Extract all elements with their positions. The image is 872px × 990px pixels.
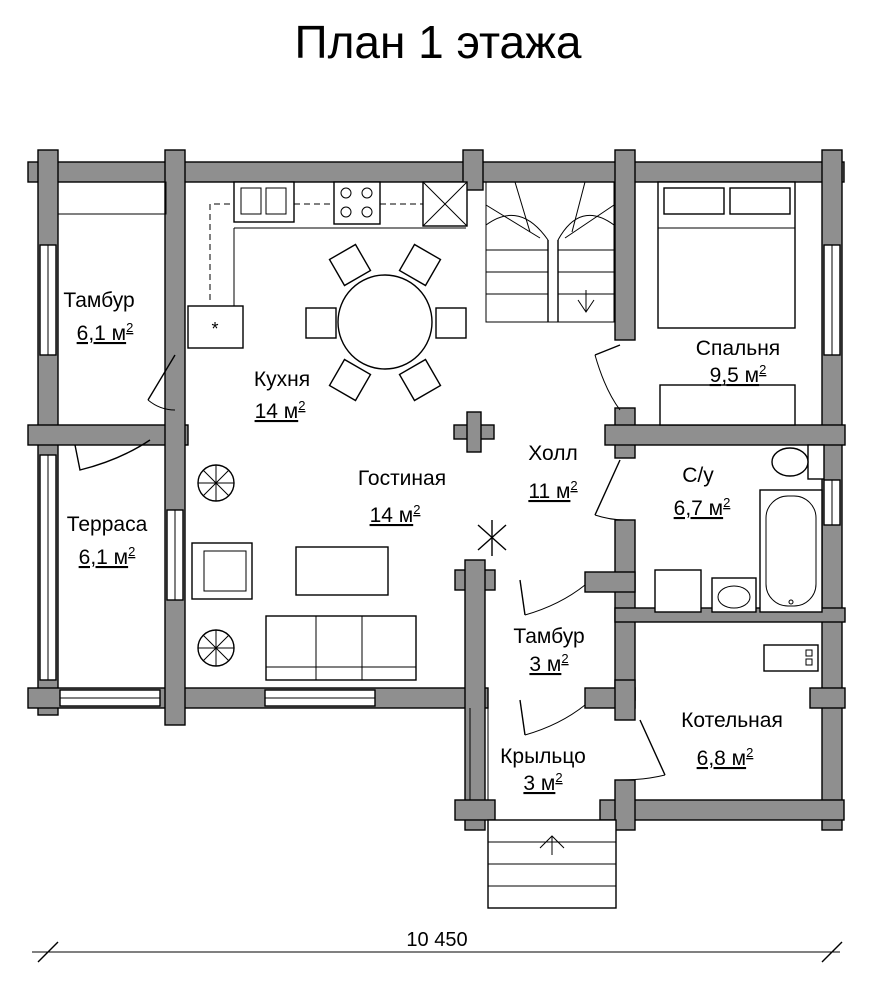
room-labels: Тамбур 6,1 м2 Кухня 14 м2 Гостиная 14 м2… [63,289,782,795]
windows [39,244,841,707]
plant-icon [197,464,235,502]
columns [453,411,495,453]
room-area: 3 м2 [523,770,562,795]
room-name: Терраса [67,513,148,536]
room-area: 11 м2 [528,478,577,503]
room-name: Холл [528,442,578,465]
room-area: 6,8 м2 [697,745,754,770]
room-area: 9,5 м2 [710,362,767,387]
furniture: * [57,181,825,909]
svg-text:*: * [211,319,218,339]
ceiling-light-icon [477,520,507,556]
room-name: Котельная [681,709,783,732]
doors [74,344,666,781]
room-name: Спальня [696,337,780,360]
room-name: Крыльцо [500,745,586,768]
dimension-line: 10 450 [32,929,843,963]
room-area: 6,1 м2 [79,544,136,569]
room-area: 14 м2 [370,502,421,527]
room-area: 3 м2 [529,651,568,676]
room-area: 6,7 м2 [674,495,731,520]
dimension-label: 10 450 [406,929,467,951]
room-area: 14 м2 [255,398,306,423]
room-name: С/у [682,464,714,487]
room-name: Гостиная [358,467,446,490]
plant-icon [197,629,235,667]
room-name: Кухня [254,368,310,391]
room-name: Тамбур [513,625,584,648]
plan-title: План 1 этажа [295,16,582,68]
room-name: Тамбур [63,289,134,312]
staircase [485,181,615,323]
room-area: 6,1 м2 [77,320,134,345]
